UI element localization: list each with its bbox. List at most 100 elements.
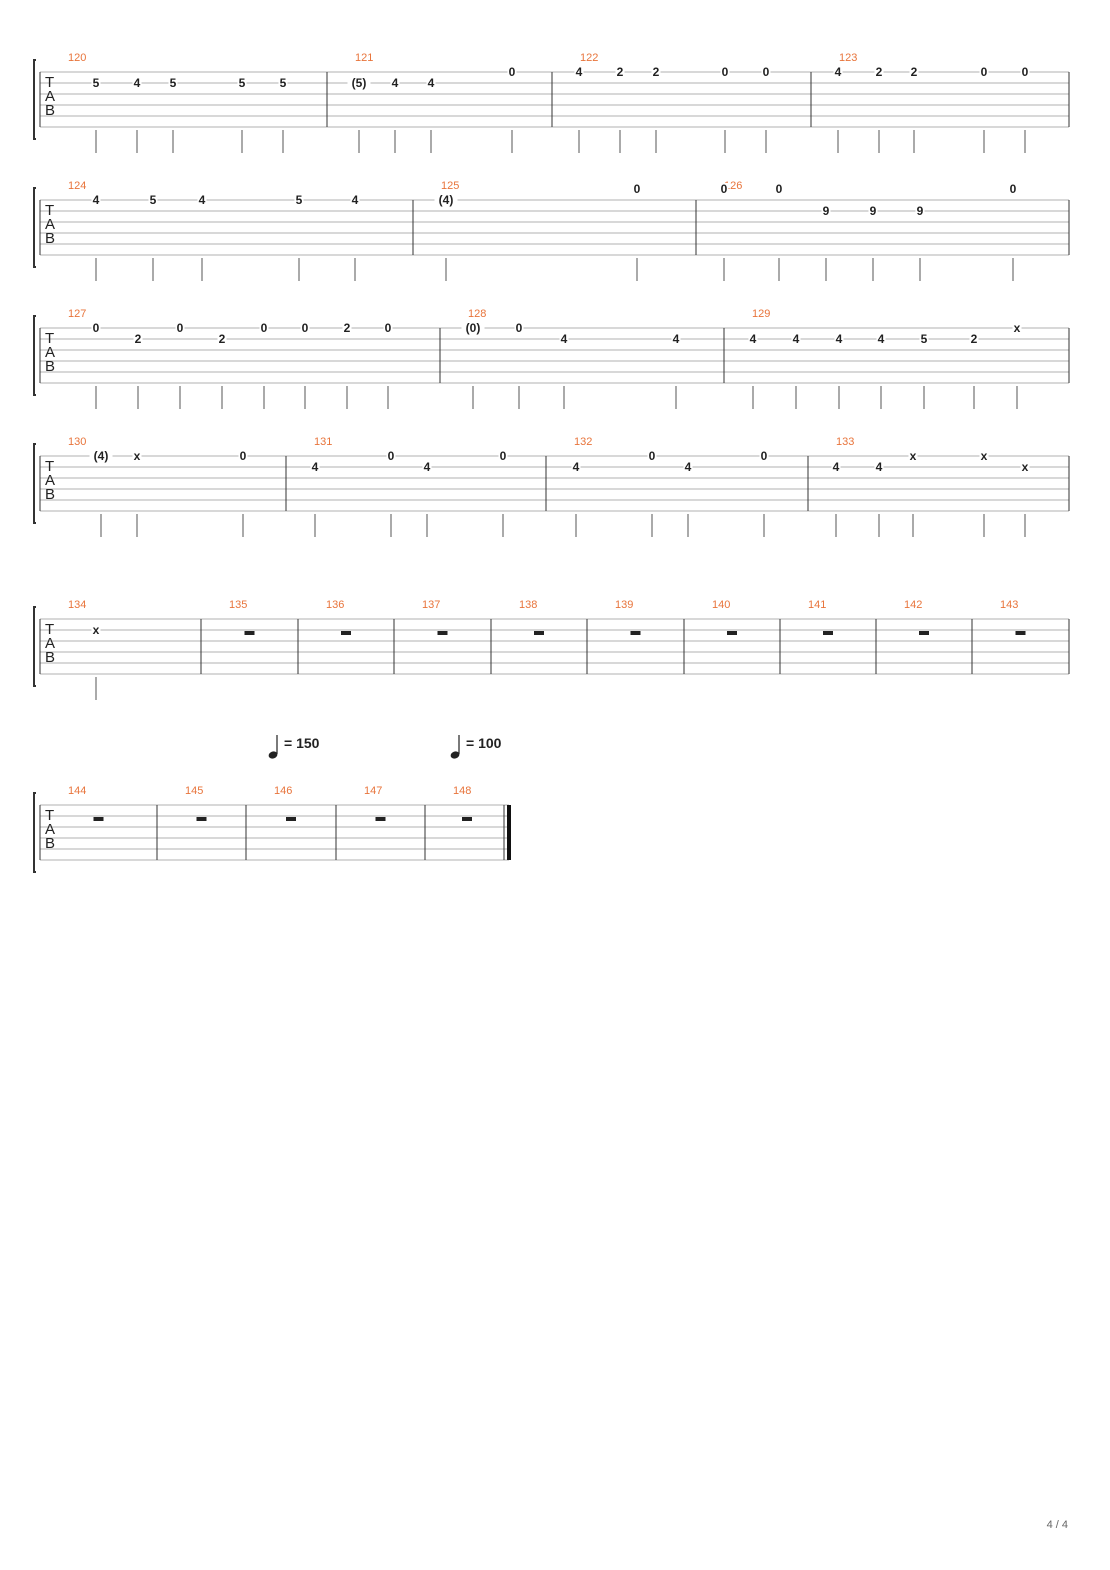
measure-number: 135 <box>229 599 247 611</box>
fret-bg <box>876 333 886 345</box>
tab-clef-letter: B <box>45 102 55 119</box>
fret-number: 5 <box>239 76 246 90</box>
measure-number: 145 <box>185 785 203 797</box>
measure-number: 141 <box>808 599 826 611</box>
fret-bg <box>168 77 178 89</box>
tab-clef-letter: B <box>45 486 55 503</box>
fret-bg <box>132 450 142 462</box>
fret-bg <box>148 194 158 206</box>
fret-number: 2 <box>653 65 660 79</box>
fret-bg <box>761 66 771 78</box>
tab-clef-letter: T <box>45 458 54 475</box>
fret-number: 4 <box>836 332 843 346</box>
fret-bg <box>908 450 918 462</box>
fret-number: (4) <box>94 449 109 463</box>
fret-bg <box>91 624 101 636</box>
rest-mark <box>375 817 386 821</box>
fret-bg <box>342 322 352 334</box>
system-bracket <box>33 606 36 687</box>
measure-number: 132 <box>574 436 592 448</box>
fret-number: 4 <box>833 460 840 474</box>
fret-bg <box>1020 461 1030 473</box>
measure-number: 123 <box>839 52 857 64</box>
fret-bg <box>461 322 485 334</box>
tab-clef-letter: A <box>45 635 55 652</box>
fret-bg <box>383 322 393 334</box>
fret-bg <box>831 461 841 473</box>
fret-number: 0 <box>516 321 523 335</box>
fret-bg <box>868 205 878 217</box>
measure-number: 137 <box>422 599 440 611</box>
fret-bg <box>1020 66 1030 78</box>
fret-bg <box>632 183 642 195</box>
fret-number: x <box>910 449 917 463</box>
rest-mark <box>437 631 448 635</box>
fret-number: 4 <box>199 193 206 207</box>
rest-mark <box>286 817 296 821</box>
fret-number: 0 <box>261 321 268 335</box>
fret-number: 2 <box>617 65 624 79</box>
tab-clef-letter: A <box>45 216 55 233</box>
fret-bg <box>919 333 929 345</box>
fret-number: x <box>1022 460 1029 474</box>
tab-clef-letter: T <box>45 330 54 347</box>
fret-bg <box>350 194 360 206</box>
measure-number: 121 <box>355 52 373 64</box>
measure-number: 130 <box>68 436 86 448</box>
fret-number: (4) <box>439 193 454 207</box>
tab-clef-letter: T <box>45 621 54 638</box>
fret-bg <box>615 66 625 78</box>
tab-clef-letter: T <box>45 202 54 219</box>
fret-number: 5 <box>93 76 100 90</box>
measure-number: 139 <box>615 599 633 611</box>
fret-bg <box>300 322 310 334</box>
fret-bg <box>514 322 524 334</box>
tab-clef-letter: B <box>45 230 55 247</box>
fret-bg <box>507 66 517 78</box>
page-number: 4 / 4 <box>1046 1519 1068 1531</box>
fret-bg <box>874 461 884 473</box>
fret-bg <box>238 450 248 462</box>
fret-bg <box>720 66 730 78</box>
fret-bg <box>791 333 801 345</box>
fret-number: 4 <box>424 460 431 474</box>
fret-bg <box>651 66 661 78</box>
quarter-note-icon <box>450 751 460 759</box>
fret-number: 9 <box>823 204 830 218</box>
fret-number: 0 <box>981 65 988 79</box>
rest-mark <box>823 631 833 635</box>
measure-number: 143 <box>1000 599 1018 611</box>
fret-bg <box>386 450 396 462</box>
fret-bg <box>259 322 269 334</box>
fret-bg <box>132 77 142 89</box>
tab-clef-letter: T <box>45 807 54 824</box>
rest-mark <box>462 817 472 821</box>
fret-bg <box>748 333 758 345</box>
tab-clef-letter: A <box>45 472 55 489</box>
fret-number: 0 <box>302 321 309 335</box>
fret-number: x <box>1014 321 1021 335</box>
tab-clef-letter: T <box>45 74 54 91</box>
rest-mark <box>534 631 544 635</box>
fret-bg <box>969 333 979 345</box>
measure-number: 126 <box>724 180 742 192</box>
rest-mark <box>727 631 737 635</box>
fret-number: 0 <box>721 182 728 196</box>
fret-bg <box>559 333 569 345</box>
fret-bg <box>671 333 681 345</box>
fret-bg <box>217 333 227 345</box>
fret-number: 0 <box>1022 65 1029 79</box>
fret-bg <box>278 77 288 89</box>
fret-bg <box>909 66 919 78</box>
fret-number: x <box>981 449 988 463</box>
measure-number: 125 <box>441 180 459 192</box>
fret-bg <box>91 194 101 206</box>
fret-number: 5 <box>150 193 157 207</box>
fret-number: 0 <box>240 449 247 463</box>
fret-number: 2 <box>876 65 883 79</box>
fret-bg <box>571 461 581 473</box>
fret-number: 0 <box>385 321 392 335</box>
fret-number: x <box>93 623 100 637</box>
fret-number: 0 <box>1010 182 1017 196</box>
tab-clef-letter: B <box>45 358 55 375</box>
